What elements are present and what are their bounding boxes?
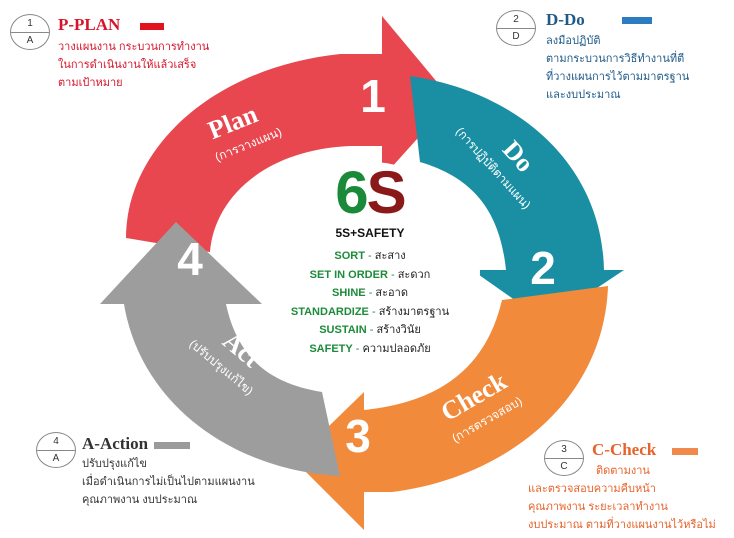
check-arrow bbox=[294, 286, 608, 530]
check-desc-line: งบประมาณ ตามที่วางแผนงานไว้หรือไม่ bbox=[528, 519, 716, 531]
do-arrow bbox=[410, 76, 624, 322]
center-subtitle: 5S+SAFETY bbox=[335, 226, 405, 240]
list-item: SAFETY - ความปลอดภัย bbox=[309, 342, 431, 355]
do-legend-title: D-Do bbox=[546, 10, 585, 29]
act-badge: 4 A bbox=[36, 432, 76, 468]
do-swatch bbox=[622, 17, 652, 24]
list-item: SHINE - สะอาด bbox=[332, 287, 408, 299]
plan-legend-desc: วางแผนงาน กระบวนการทำงาน ในการดำเนินงานใ… bbox=[58, 41, 210, 89]
center-circle bbox=[260, 162, 480, 382]
plan-badge: 1 A bbox=[10, 14, 50, 50]
check-badge: 3 C bbox=[544, 440, 584, 476]
check-desc-line: คุณภาพงาน ระยะเวลาทำงาน bbox=[528, 501, 668, 513]
list-item: SORT - สะสาง bbox=[334, 250, 406, 262]
check-desc-line: ติดตามงาน bbox=[596, 465, 650, 477]
list-item: SUSTAIN - สร้างวินัย bbox=[319, 324, 421, 336]
act-legend-title: A-Action bbox=[82, 434, 149, 453]
act-number: 4 bbox=[177, 233, 203, 285]
plan-number: 1 bbox=[360, 70, 386, 122]
center-title-number: 6 bbox=[335, 159, 368, 226]
check-swatch bbox=[672, 448, 698, 455]
plan-swatch bbox=[140, 23, 164, 30]
list-item: SET IN ORDER - สะดวก bbox=[309, 268, 431, 281]
act-swatch bbox=[154, 442, 190, 449]
do-number: 2 bbox=[530, 242, 556, 294]
act-arrow bbox=[100, 222, 340, 476]
do-badge: 2 D bbox=[496, 10, 536, 46]
list-item: STANDARDIZE - สร้างมาตรฐาน bbox=[290, 305, 450, 318]
check-desc-line: และตรวจสอบความคืบหน้า bbox=[528, 483, 656, 495]
center-title-letter: S bbox=[366, 159, 407, 226]
check-number: 3 bbox=[345, 410, 371, 462]
plan-legend-title: P-PLAN bbox=[58, 15, 121, 34]
sixs-list: SORT - สะสาง SET IN ORDER - สะดวก SHINE … bbox=[278, 247, 462, 358]
act-legend-desc: ปรับปรุงแก้ไข เมื่อดำเนินการไม่เป็นไปตาม… bbox=[82, 458, 255, 506]
center-title: 6S bbox=[318, 158, 422, 228]
plan-arrow bbox=[126, 16, 452, 252]
do-legend-desc: ลงมือปฏิบัติ ตามกระบวนการวิธีทำงานที่ตี … bbox=[546, 35, 690, 101]
check-legend-title: C-Check bbox=[592, 440, 657, 459]
